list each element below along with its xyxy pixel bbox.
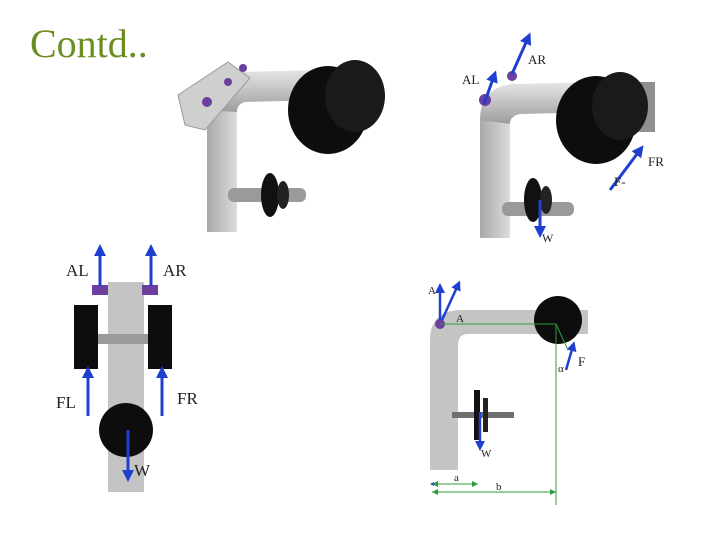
pivot-bracket — [177, 61, 251, 131]
axle-disc — [483, 398, 488, 432]
label-ar: AR — [528, 52, 546, 67]
pivot-left — [92, 285, 108, 295]
label-alpha: α — [558, 363, 564, 375]
wheel-left — [74, 305, 98, 369]
label-w: W — [481, 448, 492, 460]
force-arrow-al — [482, 70, 498, 105]
pivot-pin — [224, 78, 232, 86]
label-dim-a: a — [454, 472, 459, 484]
vertical-post — [480, 120, 510, 238]
axle-disc — [277, 181, 289, 209]
angle-line — [555, 323, 569, 351]
label-fr: FR — [177, 389, 198, 408]
label-ar: AR — [163, 261, 187, 280]
axle — [98, 334, 148, 344]
wheel-right — [148, 305, 172, 369]
dim-arrowhead — [550, 489, 556, 495]
label-w: W — [134, 461, 151, 480]
dim-arrowhead — [472, 481, 478, 487]
force-arrow-ar — [510, 32, 532, 75]
wheel-rim — [592, 72, 648, 140]
label-al: AL — [462, 72, 479, 87]
wheel — [534, 296, 582, 344]
dim-arrowhead — [432, 481, 438, 487]
label-a-top: A — [428, 285, 436, 297]
label-w: W — [542, 231, 554, 245]
figure-top-right: AR AL FR F- W — [462, 32, 664, 245]
pivot-pin — [202, 97, 212, 107]
label-al: AL — [66, 261, 89, 280]
pivot-right — [142, 285, 158, 295]
vertical-post — [207, 110, 237, 232]
dim-arrowhead — [432, 489, 438, 495]
pivot-pin — [239, 64, 247, 72]
force-arrow-fr — [608, 145, 644, 191]
label-fr: FR — [648, 154, 664, 169]
slide-title: Contd.. — [30, 21, 148, 66]
axle-disc — [524, 178, 542, 222]
figure-bottom-left: AL AR FL FR W — [56, 244, 198, 492]
ball-weight — [99, 403, 153, 457]
pivot-pin — [507, 71, 517, 81]
axle-disc — [474, 390, 480, 440]
label-f-left: F- — [614, 174, 626, 189]
figure-bottom-right: A A F α W a b — [428, 280, 588, 505]
label-a-side: A — [456, 313, 464, 325]
label-f: F — [578, 354, 585, 369]
label-dim-b: b — [496, 481, 502, 493]
force-arrow-a-angled — [440, 280, 461, 321]
axle-disc — [261, 173, 279, 217]
label-fl: FL — [56, 393, 76, 412]
figure-top-left — [177, 60, 385, 232]
wheel-rim — [325, 60, 385, 132]
force-arrow-f — [564, 341, 577, 371]
axle-disc — [540, 186, 552, 214]
